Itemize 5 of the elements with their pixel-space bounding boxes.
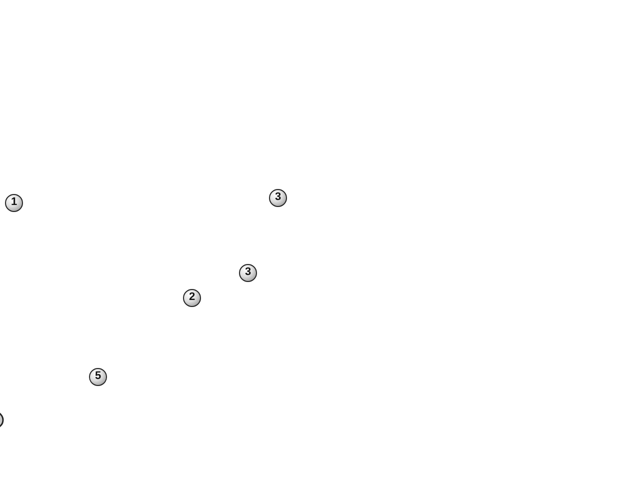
callout-number: 1 [5, 194, 23, 212]
callout-number: 5 [89, 368, 107, 386]
callout-number: 3 [239, 264, 257, 282]
callout-number: 2 [183, 289, 201, 307]
callout-number: 3 [269, 189, 287, 207]
